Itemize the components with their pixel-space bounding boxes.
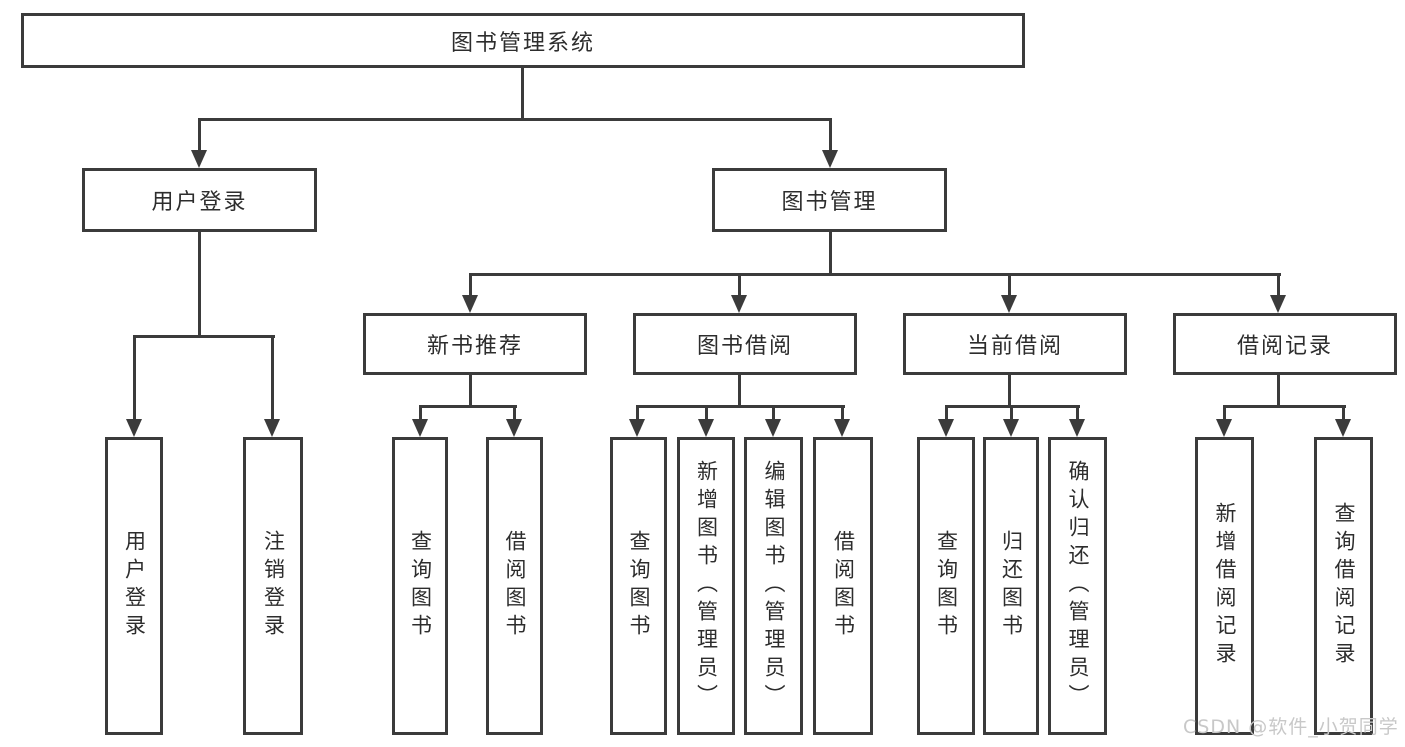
- leaf-return-books: 归还图书: [983, 437, 1039, 735]
- leaf-query-books-current-label: 查询图书: [934, 530, 959, 642]
- node-current-borrowing-label: 当前借阅: [966, 334, 1063, 359]
- connector-book-management-stem: [829, 232, 832, 276]
- connector-arrow-shaft: [1010, 405, 1013, 421]
- connector-arrow-shaft: [419, 405, 422, 421]
- arrow-head: [191, 150, 207, 168]
- leaf-logout-login-label: 注销登录: [261, 530, 286, 642]
- arrow-head: [412, 419, 428, 437]
- connector-arrow-shaft: [1342, 405, 1345, 421]
- arrow-head: [834, 419, 850, 437]
- leaf-query-books-borrowing: 查询图书: [610, 437, 667, 735]
- connector-borrowing-stem: [738, 375, 741, 408]
- leaf-query-books-recommend: 查询图书: [392, 437, 448, 735]
- arrow-head: [822, 150, 838, 168]
- leaf-edit-books-admin-label: 编辑图书（管理员）: [762, 460, 786, 712]
- leaf-borrow-books-recommend: 借阅图书: [486, 437, 543, 735]
- leaf-logout-login: 注销登录: [243, 437, 303, 735]
- leaf-borrow-books-borrowing: 借阅图书: [813, 437, 873, 735]
- arrow-head: [938, 419, 954, 437]
- connector-arrow-shaft: [636, 405, 639, 421]
- connector-recommend-stem: [469, 375, 472, 408]
- arrow-head: [698, 419, 714, 437]
- node-user-login: 用户登录: [82, 168, 317, 232]
- leaf-add-books-admin: 新增图书（管理员）: [677, 437, 735, 735]
- leaf-add-borrow-record: 新增借阅记录: [1195, 437, 1254, 735]
- leaf-query-books-recommend-label: 查询图书: [408, 530, 433, 642]
- connector-arrow-shaft: [1223, 405, 1226, 421]
- node-root: 图书管理系统: [21, 13, 1025, 68]
- leaf-user-login: 用户登录: [105, 437, 163, 735]
- arrow-head: [462, 295, 478, 313]
- leaf-borrow-books-borrowing-label: 借阅图书: [831, 530, 856, 642]
- leaf-confirm-return-admin-label: 确认归还（管理员）: [1066, 460, 1090, 712]
- node-root-label: 图书管理系统: [450, 30, 595, 56]
- node-book-borrowing: 图书借阅: [633, 313, 857, 375]
- connector-user-login-split: [133, 335, 275, 338]
- arrow-head: [506, 419, 522, 437]
- leaf-borrow-books-recommend-label: 借阅图书: [503, 530, 527, 642]
- arrow-head: [629, 419, 645, 437]
- csdn-watermark: CSDN @软件_小贺同学: [1183, 716, 1399, 738]
- leaf-add-books-admin-label: 新增图书（管理员）: [694, 460, 719, 712]
- connector-arrow-shaft: [945, 405, 948, 421]
- connector-arrow-shaft: [513, 405, 516, 421]
- connector-arrow-shaft: [829, 118, 832, 152]
- arrow-head: [1216, 419, 1232, 437]
- node-book-borrowing-label: 图书借阅: [696, 334, 793, 359]
- leaf-query-books-borrowing-label: 查询图书: [627, 530, 651, 642]
- arrow-head: [731, 295, 747, 313]
- leaf-query-books-current: 查询图书: [917, 437, 975, 735]
- leaf-query-borrow-record: 查询借阅记录: [1314, 437, 1373, 735]
- leaf-return-books-label: 归还图书: [999, 530, 1024, 642]
- arrow-head: [1003, 419, 1019, 437]
- arrow-head: [264, 419, 280, 437]
- connector-root-split: [198, 118, 832, 121]
- arrow-head: [1069, 419, 1085, 437]
- connector-arrow-shaft: [705, 405, 708, 421]
- node-book-management: 图书管理: [712, 168, 947, 232]
- leaf-query-borrow-record-label: 查询借阅记录: [1332, 502, 1356, 670]
- connector-arrow-shaft: [1076, 405, 1079, 421]
- node-book-management-label: 图书管理: [781, 190, 878, 215]
- arrow-head: [765, 419, 781, 437]
- node-borrowing-records: 借阅记录: [1173, 313, 1397, 375]
- connector-user-login-stem: [198, 232, 201, 338]
- connector-arrow-shaft: [841, 405, 844, 421]
- node-user-login-label: 用户登录: [151, 190, 248, 215]
- arrow-head: [1335, 419, 1351, 437]
- connector-root-stem: [521, 68, 524, 121]
- node-current-borrowing: 当前借阅: [903, 313, 1127, 375]
- connector-arrow-shaft: [198, 118, 201, 152]
- leaf-add-borrow-record-label: 新增借阅记录: [1213, 502, 1237, 670]
- connector-book-management-split: [469, 273, 1281, 276]
- arrow-head: [1001, 295, 1017, 313]
- connector-arrow-shaft: [469, 273, 472, 298]
- leaf-confirm-return-admin: 确认归还（管理员）: [1048, 437, 1107, 735]
- connector-current-stem: [1008, 375, 1011, 408]
- node-borrowing-records-label: 借阅记录: [1236, 334, 1333, 359]
- connector-arrow-shaft: [271, 335, 274, 421]
- connector-records-split: [1223, 405, 1346, 408]
- connector-arrow-shaft: [772, 405, 775, 421]
- connector-borrowing-split: [636, 405, 845, 408]
- connector-arrow-shaft: [1277, 273, 1280, 298]
- leaf-edit-books-admin: 编辑图书（管理员）: [744, 437, 803, 735]
- connector-arrow-shaft: [738, 273, 741, 298]
- leaf-user-login-label: 用户登录: [122, 530, 147, 642]
- connector-arrow-shaft: [133, 335, 136, 421]
- node-new-book-recommend: 新书推荐: [363, 313, 587, 375]
- arrow-head: [1270, 295, 1286, 313]
- arrow-head: [126, 419, 142, 437]
- connector-arrow-shaft: [1008, 273, 1011, 298]
- connector-records-stem: [1277, 375, 1280, 408]
- connector-recommend-split: [419, 405, 517, 408]
- node-new-book-recommend-label: 新书推荐: [426, 334, 523, 359]
